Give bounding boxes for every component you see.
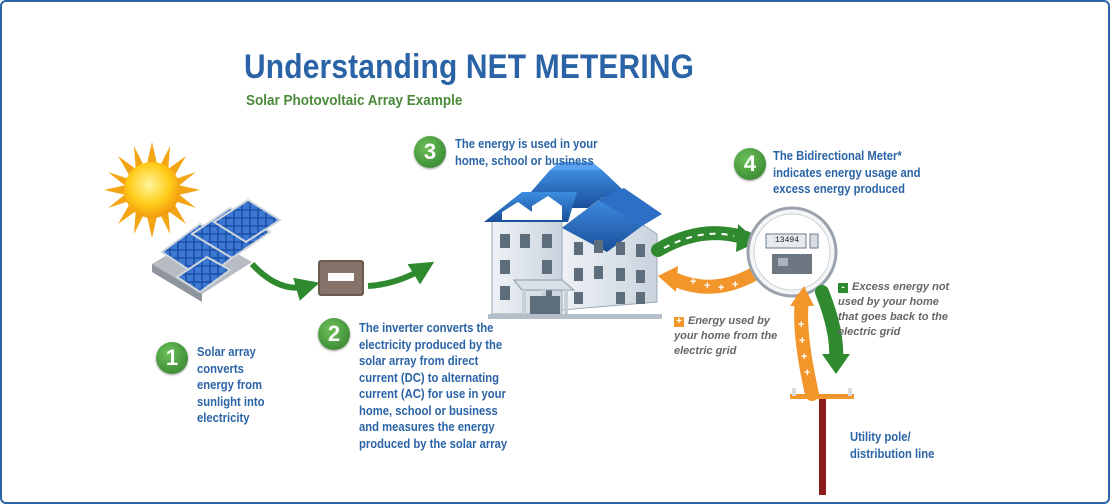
svg-text:+: + [690,276,696,288]
svg-text:+: + [801,351,807,363]
energy-used-text: Energy used by your home from the electr… [674,315,778,357]
excess-energy-note: -Excess energy not used by your home tha… [838,280,958,340]
utility-pole-icon [790,388,854,495]
energy-used-note: +Energy used by your home from the elect… [674,314,786,359]
step-3-badge: 3 [414,136,446,168]
svg-text:+: + [718,282,724,294]
svg-text:+: + [704,280,710,292]
panel-to-inverter-arrow [249,261,320,301]
sun-icon [104,142,200,238]
svg-text:+: + [804,367,810,379]
step-1-text: Solar array converts energy from sunligh… [197,345,265,425]
step-2-badge: 2 [318,318,350,350]
diagram-title: Understanding NET METERING [244,48,695,86]
step-4-badge: 4 [734,148,766,180]
meter-to-grid-arrow [815,285,844,367]
utility-pole-label: Utility pole/ distribution line [850,430,935,461]
inverter-icon [318,260,364,296]
svg-text:+: + [732,279,738,291]
bidirectional-meter-icon [746,206,838,298]
meter-to-house-arrow [669,267,761,294]
step-1-badge: 1 [156,342,188,374]
grid-to-meter-arrow [794,293,819,401]
inverter-to-house-arrow [367,261,435,289]
step-2-text: The inverter converts the electricity pr… [359,321,508,451]
house-icon [484,162,662,319]
step-3-text: The energy is used in your home, school … [455,137,598,168]
svg-text:+: + [799,335,805,347]
diagram-subtitle: Solar Photovoltaic Array Example [246,92,463,109]
step-4-text: The Bidirectional Meter* indicates energ… [773,149,921,196]
solar-panel-array-icon [152,198,282,302]
plus-sign-icon: + [674,317,684,327]
svg-text:+: + [798,319,804,331]
minus-sign-icon: - [838,283,848,293]
meter-reading: 13494 [774,236,799,245]
excess-energy-text: Excess energy not used by your home that… [838,281,950,338]
